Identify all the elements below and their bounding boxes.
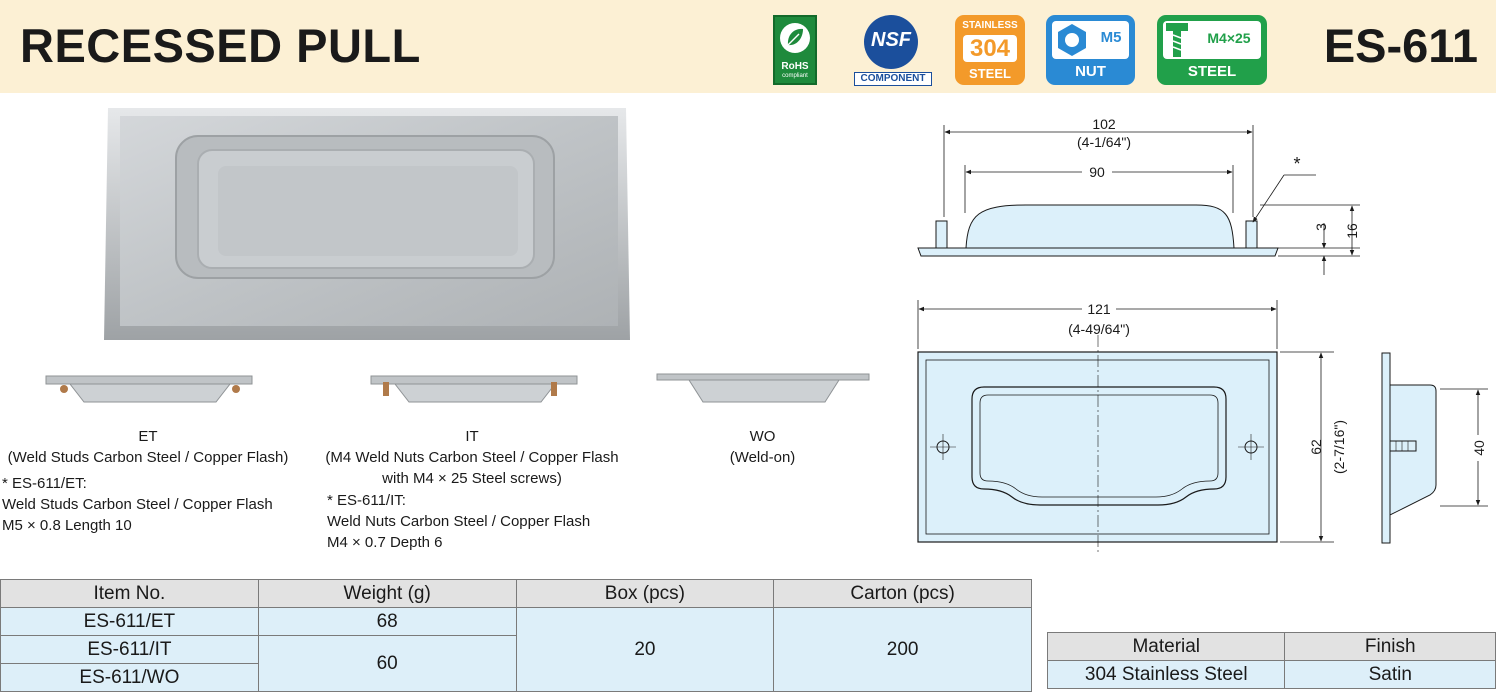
- stainless-label: STAINLESS: [962, 20, 1018, 31]
- note-it-line2: Weld Nuts Carbon Steel / Copper Flash: [327, 513, 591, 530]
- dim-3-label: 3: [1313, 223, 1329, 231]
- plan-view: 121 (4-49/64") 62 (2-7/16"): [917, 299, 1347, 555]
- header-carton: Carton (pcs): [773, 579, 1032, 608]
- dim-90-label: 90: [1089, 164, 1105, 180]
- nsf-caption: COMPONENT: [854, 72, 932, 86]
- material-table-header-row: Material Finish: [1046, 632, 1496, 661]
- variant-it-desc-line2: with M4 × 25 Steel screws): [382, 470, 562, 487]
- dim-121-inch-label: (4-49/64"): [1068, 321, 1130, 337]
- end-section-view: 40: [1381, 352, 1488, 544]
- right-stud-marker-icon: [1244, 440, 1258, 454]
- screw-icon: [1166, 23, 1188, 57]
- header-material: Material: [1046, 632, 1286, 661]
- spec-table: Item No. Weight (g) Box (pcs) Carton (pc…: [0, 579, 1032, 692]
- finish-cell: Satin: [1284, 660, 1496, 689]
- carton-cell: 200: [773, 607, 1032, 692]
- item-no-cell: ES-611/IT: [0, 635, 259, 664]
- variant-wo-desc: (Weld-on): [729, 449, 796, 466]
- stainless-304-badge: STAINLESS 304 STEEL: [955, 15, 1025, 85]
- leaf-icon: [780, 23, 810, 53]
- product-photo: [104, 108, 630, 340]
- screw-size-label: M4×25: [1207, 30, 1251, 46]
- variant-it: IT (M4 Weld Nuts Carbon Steel / Copper F…: [314, 426, 630, 489]
- note-et-line1: * ES-611/ET:: [2, 475, 87, 492]
- header-box: Box (pcs): [515, 579, 775, 608]
- m4-screw-badge: M4×25 STEEL: [1157, 15, 1267, 85]
- rohs-label: RoHS: [781, 61, 809, 72]
- star-note-marker: *: [1293, 154, 1300, 174]
- product-wo-side-view: [656, 373, 870, 403]
- dim-121-label: 121: [1087, 301, 1111, 317]
- material-table: Material Finish 304 Stainless Steel Sati…: [1046, 632, 1496, 689]
- grade-304-label: 304: [963, 35, 1017, 62]
- technical-drawing: 102 (4-1/64") 90 * 3 16 121 (4-49/64") 6…: [917, 116, 1488, 555]
- item-no-cell: ES-611/ET: [0, 607, 259, 636]
- item-no-cell: ES-611/WO: [0, 663, 259, 692]
- note-it-line1: * ES-611/IT:: [327, 492, 406, 509]
- dim-102-label: 102: [1092, 116, 1116, 132]
- spec-table-header-row: Item No. Weight (g) Box (pcs) Carton (pc…: [0, 579, 1032, 608]
- note-et-line3: M5 × 0.8 Length 10: [2, 517, 132, 534]
- variant-it-code: IT: [465, 428, 479, 445]
- nsf-logo-text: NSF: [871, 29, 911, 51]
- variant-et: ET (Weld Studs Carbon Steel / Copper Fla…: [0, 426, 296, 468]
- variant-wo: WO (Weld-on): [700, 426, 825, 468]
- left-stud-marker-icon: [936, 440, 950, 454]
- rohs-sublabel: compliant: [782, 73, 808, 79]
- dim-62-inch-label: (2-7/16"): [1331, 420, 1347, 474]
- dim-40-label: 40: [1471, 440, 1487, 456]
- material-cell: 304 Stainless Steel: [1046, 660, 1286, 689]
- product-it-side-view: [370, 375, 578, 403]
- box-cell: 20: [515, 607, 775, 692]
- hex-nut-icon: [1058, 24, 1086, 56]
- screw-steel-label: STEEL: [1187, 63, 1237, 80]
- variant-et-desc: (Weld Studs Carbon Steel / Copper Flash): [7, 449, 289, 466]
- dim-16-label: 16: [1344, 223, 1360, 239]
- nsf-badge: NSF COMPONENT: [853, 15, 932, 86]
- header-item-no: Item No.: [0, 579, 259, 608]
- page-title: RECESSED PULL: [20, 19, 421, 72]
- note-it-line3: M4 × 0.7 Depth 6: [327, 534, 443, 551]
- side-elevation-view: 102 (4-1/64") 90 * 3 16: [917, 116, 1360, 275]
- nsf-logo-icon: [864, 15, 918, 69]
- weight-cell: 68: [257, 607, 517, 636]
- variant-wo-code: WO: [749, 428, 776, 445]
- model-number: ES-611: [1323, 19, 1478, 72]
- dim-102-inch-label: (4-1/64"): [1077, 134, 1131, 150]
- table-row: ES-611/WO: [0, 663, 1032, 692]
- dim-62-label: 62: [1308, 439, 1324, 455]
- m5-nut-badge: M5 NUT: [1046, 15, 1135, 85]
- note-et-line2: Weld Studs Carbon Steel / Copper Flash: [2, 496, 273, 513]
- weight-cell: 60: [257, 635, 517, 692]
- table-row: ES-611/ET 68 20 200: [0, 607, 1032, 692]
- variant-et-code: ET: [138, 428, 158, 445]
- variant-it-desc-line1: (M4 Weld Nuts Carbon Steel / Copper Flas…: [325, 449, 619, 466]
- product-et-side-view: [45, 375, 253, 403]
- note-et: * ES-611/ET: Weld Studs Carbon Steel / C…: [2, 473, 273, 536]
- steel-label: STEEL: [969, 66, 1011, 81]
- table-row: ES-611/IT 60: [0, 635, 1032, 692]
- note-it: * ES-611/IT: Weld Nuts Carbon Steel / Co…: [327, 490, 590, 553]
- nut-label: NUT: [1075, 63, 1106, 80]
- nut-size-label: M5: [1100, 29, 1122, 46]
- header-finish: Finish: [1284, 632, 1496, 661]
- table-row: 304 Stainless Steel Satin: [1046, 660, 1496, 689]
- header-weight: Weight (g): [257, 579, 517, 608]
- rohs-badge: RoHS compliant: [773, 15, 817, 85]
